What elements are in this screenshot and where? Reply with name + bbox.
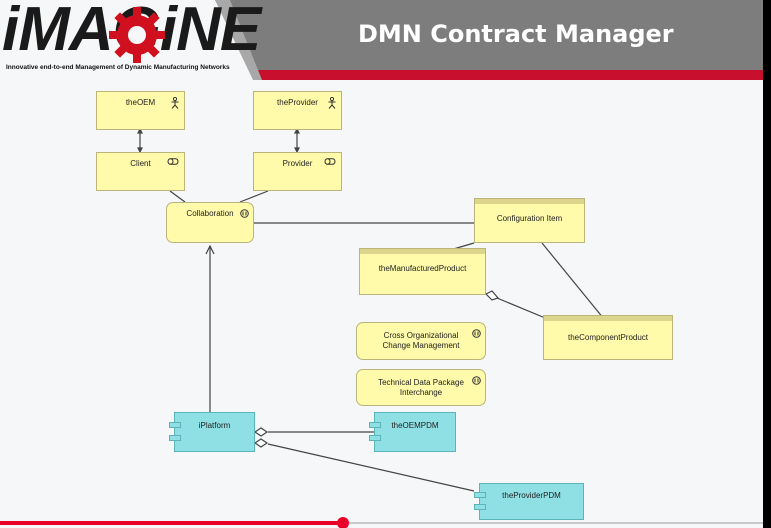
component-tab-icon xyxy=(369,435,381,441)
platform-providerpdm-link xyxy=(267,443,475,492)
gear-icon xyxy=(109,7,165,63)
manufactured-product-label: theManufacturedProduct xyxy=(378,264,467,273)
arrowhead-icon xyxy=(137,147,143,154)
component-product-label: theComponentProduct xyxy=(567,333,649,342)
actor-theprovider-label: theProvider xyxy=(277,98,318,107)
component-iplatform[interactable]: iPlatform xyxy=(169,412,255,452)
object-configuration-item[interactable]: Configuration Item xyxy=(474,198,585,243)
role-client-label: Client xyxy=(130,159,151,168)
component-tab-icon xyxy=(474,492,486,498)
video-scrubber-handle[interactable] xyxy=(337,517,349,528)
object-header-tab xyxy=(474,198,585,204)
header-divider xyxy=(215,0,262,80)
actor-icon xyxy=(328,97,336,109)
header-red-band xyxy=(253,70,763,80)
arrowhead-icon xyxy=(294,127,300,134)
service-technical-data-package[interactable]: Technical Data Package Interchange xyxy=(356,369,486,406)
header-background xyxy=(215,0,763,80)
aggregation-diamond-icon xyxy=(253,438,269,448)
service-cross-org-change-mgmt[interactable]: Cross Organizational Change Management xyxy=(356,322,486,360)
configuration-item-label: Configuration Item xyxy=(496,214,563,223)
arrowhead-icon xyxy=(137,127,143,134)
component-theproviderpdm[interactable]: theProviderPDM xyxy=(474,483,584,520)
slide-title: DMN Contract Manager xyxy=(358,20,674,48)
role-client[interactable]: Client xyxy=(96,152,185,191)
component-tab-icon xyxy=(369,422,381,428)
config-component-link xyxy=(541,242,605,320)
arrowhead-icon xyxy=(205,244,215,255)
role-provider[interactable]: Provider xyxy=(253,152,342,191)
actor-theprovider[interactable]: theProvider xyxy=(253,91,342,130)
video-progress-track[interactable] xyxy=(343,522,763,524)
client-collab-link xyxy=(169,190,186,203)
component-theoempdm[interactable]: theOEMPDM xyxy=(369,412,456,452)
collaboration-node[interactable]: Collaboration xyxy=(166,202,254,243)
object-the-component-product[interactable]: theComponentProduct xyxy=(543,315,673,360)
service-icon xyxy=(472,376,481,385)
right-edge-bar xyxy=(763,0,771,528)
object-header-tab xyxy=(543,315,673,321)
iplatform-label: iPlatform xyxy=(198,421,231,430)
theproviderpdm-label: theProviderPDM xyxy=(502,491,561,500)
role-provider-label: Provider xyxy=(282,159,313,168)
cross-org-change-mgmt-label: Cross Organizational Change Management xyxy=(382,331,460,350)
service-icon xyxy=(240,209,249,218)
logo-tagline: Innovative end-to-end Management of Dyna… xyxy=(6,64,230,71)
video-progress-fill xyxy=(0,521,343,525)
collaboration-label: Collaboration xyxy=(186,209,234,218)
object-header-tab xyxy=(359,248,486,254)
object-the-manufactured-product[interactable]: theManufacturedProduct xyxy=(359,248,486,295)
actor-theoem-label: theOEM xyxy=(125,98,156,107)
actor-icon xyxy=(171,97,179,109)
component-tab-icon xyxy=(169,435,181,441)
theoempdm-label: theOEMPDM xyxy=(391,421,439,430)
technical-data-package-label: Technical Data Package Interchange xyxy=(378,377,464,397)
provider-collab-link xyxy=(239,190,269,203)
role-icon xyxy=(167,158,179,165)
aggregation-diamond-icon xyxy=(253,427,269,437)
actor-theoem[interactable]: theOEM xyxy=(96,91,185,130)
arrowhead-icon xyxy=(294,147,300,154)
service-icon xyxy=(472,329,481,338)
manufactured-component-link xyxy=(496,297,551,321)
role-icon xyxy=(324,158,336,165)
component-tab-icon xyxy=(169,422,181,428)
header-gray-band xyxy=(215,0,763,70)
component-tab-icon xyxy=(474,504,486,510)
aggregation-diamond-icon xyxy=(484,290,500,301)
